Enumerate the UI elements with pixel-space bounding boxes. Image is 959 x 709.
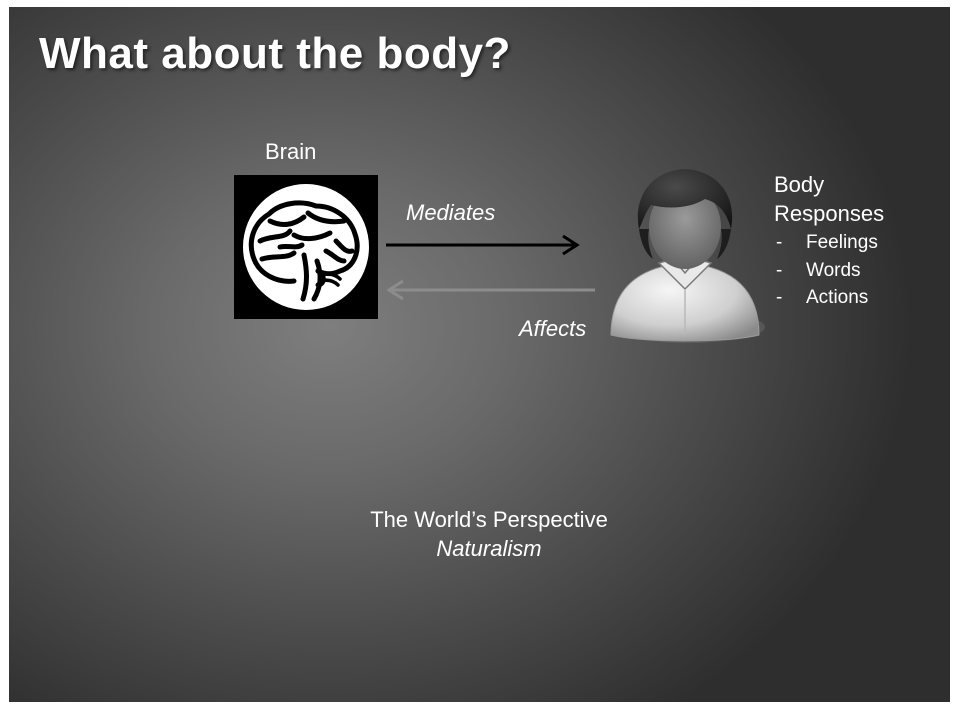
arrow-right-icon: [386, 236, 577, 254]
person-icon: [597, 159, 773, 351]
list-item: Actions: [774, 284, 878, 312]
perspective-line: The World’s Perspective: [370, 507, 608, 532]
body-responses-title: Body Responses: [774, 170, 884, 228]
arrow-left-icon: [389, 281, 595, 299]
body-responses-list: Feelings Words Actions: [774, 229, 878, 312]
slide: What about the body? Brain: [9, 7, 950, 702]
list-item: Words: [774, 257, 878, 285]
naturalism-label: Naturalism: [309, 534, 669, 563]
affects-label: Affects: [519, 316, 586, 342]
body-responses-title-line2: Responses: [774, 199, 884, 228]
mediates-label: Mediates: [406, 200, 495, 226]
body-responses-title-line1: Body: [774, 170, 884, 199]
list-item: Feelings: [774, 229, 878, 257]
perspective-caption: The World’s Perspective Naturalism: [309, 505, 669, 563]
arrows-layer: [9, 7, 950, 702]
